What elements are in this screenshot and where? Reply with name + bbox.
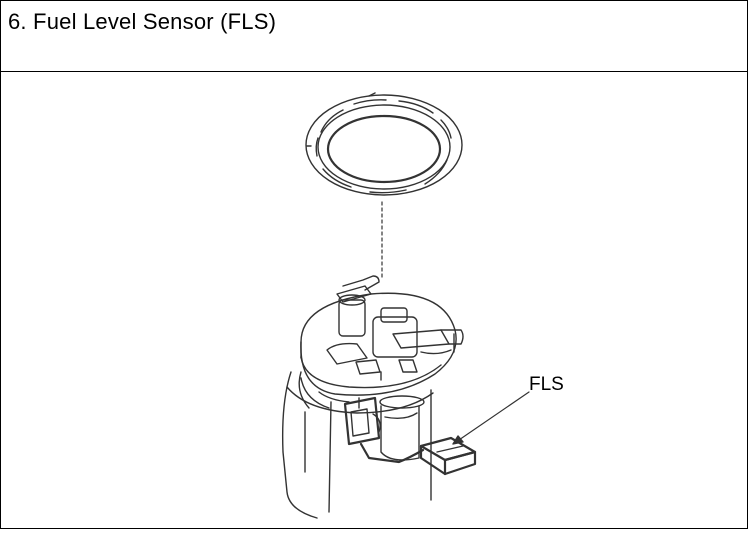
reservoir-cup <box>281 371 434 519</box>
diagram-panel: FLS <box>1 72 747 528</box>
float-arm <box>359 442 425 464</box>
page-title: 6. Fuel Level Sensor (FLS) <box>8 9 277 34</box>
sender-bracket <box>343 396 381 446</box>
fuel-pump-diagram: FLS <box>281 92 564 519</box>
pump-flange <box>300 292 457 396</box>
outlet-fittings <box>326 275 464 381</box>
fuel-level-float <box>419 436 477 476</box>
lock-ring <box>305 92 463 196</box>
fls-callout-arrow <box>452 391 530 445</box>
fls-callout-label: FLS <box>529 374 564 395</box>
header-panel: 6. Fuel Level Sensor (FLS) <box>1 1 747 72</box>
